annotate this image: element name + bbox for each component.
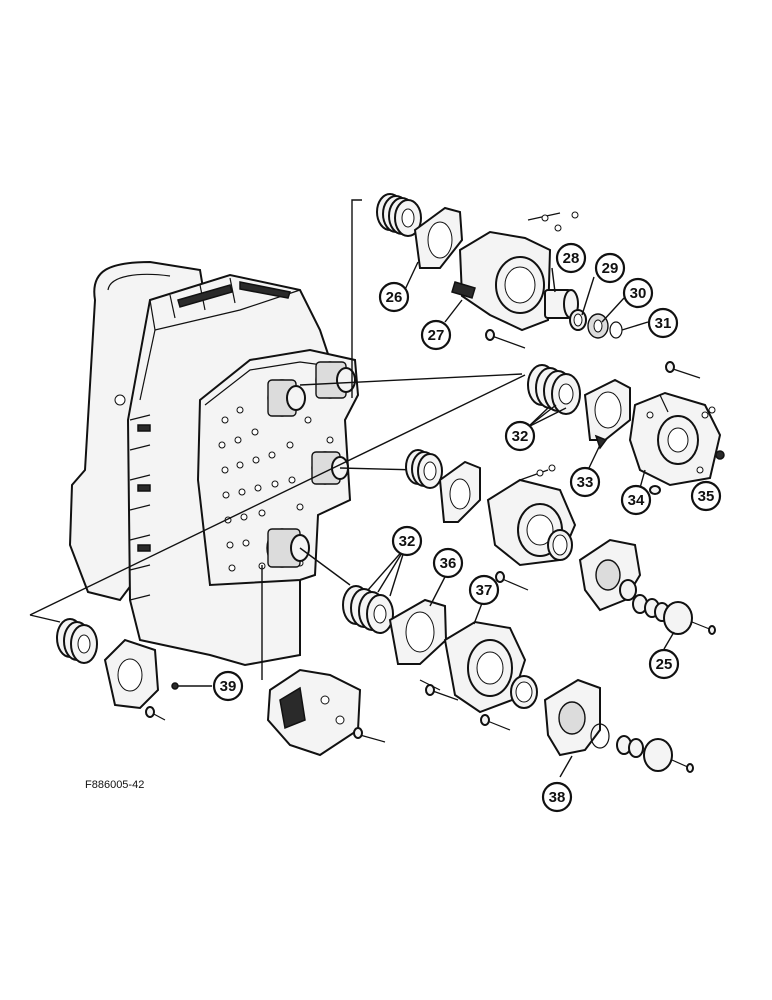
callout-34: 34: [620, 484, 652, 516]
callout-36: 36: [432, 547, 464, 579]
svg-text:37: 37: [476, 582, 493, 599]
callout-38: 38: [541, 781, 573, 813]
callout-29: 29: [594, 252, 626, 284]
callout-31: 31: [647, 307, 679, 339]
transmission-housing: [68, 260, 360, 667]
middle-right-assembly: [527, 361, 725, 495]
svg-text:26: 26: [386, 289, 403, 306]
spring-stack-lower: [342, 585, 394, 634]
svg-text:38: 38: [549, 789, 566, 806]
svg-text:27: 27: [428, 327, 445, 344]
output-shafts: [266, 361, 356, 568]
svg-text:39: 39: [220, 678, 237, 695]
spring-stack-top: [376, 193, 422, 237]
svg-text:25: 25: [656, 656, 673, 673]
svg-text:32: 32: [512, 428, 529, 445]
lower-left-assembly: [56, 618, 386, 757]
center-assembly: [405, 449, 716, 635]
callout-30: 30: [622, 277, 654, 309]
callout-35: 35: [690, 480, 722, 512]
callout-26: 26: [378, 281, 410, 313]
svg-text:31: 31: [655, 315, 672, 332]
lower-assembly: [342, 585, 694, 773]
callout-28: 28: [555, 242, 587, 274]
callout-32-lower: 32: [391, 525, 423, 557]
callout-37: 37: [468, 574, 500, 606]
svg-text:33: 33: [577, 474, 594, 491]
spring-stack-lower-left: [56, 618, 98, 664]
spring-stack-center: [405, 449, 443, 489]
callout-27: 27: [420, 319, 452, 351]
svg-text:30: 30: [630, 285, 647, 302]
explosion-lines: [29, 199, 526, 680]
svg-text:32: 32: [399, 533, 416, 550]
svg-text:28: 28: [563, 250, 580, 267]
callout-33: 33: [569, 466, 601, 498]
callout-32-upper: 32: [504, 420, 536, 452]
svg-text:35: 35: [698, 488, 715, 505]
spring-stack-upper-right: [527, 364, 581, 415]
callout-39: 39: [212, 670, 244, 702]
svg-text:34: 34: [628, 492, 645, 509]
svg-text:36: 36: [440, 555, 457, 572]
callout-25: 25: [648, 648, 680, 680]
top-assembly: [376, 193, 623, 349]
svg-text:29: 29: [602, 260, 619, 277]
figure-code: F886005-42: [85, 779, 144, 791]
